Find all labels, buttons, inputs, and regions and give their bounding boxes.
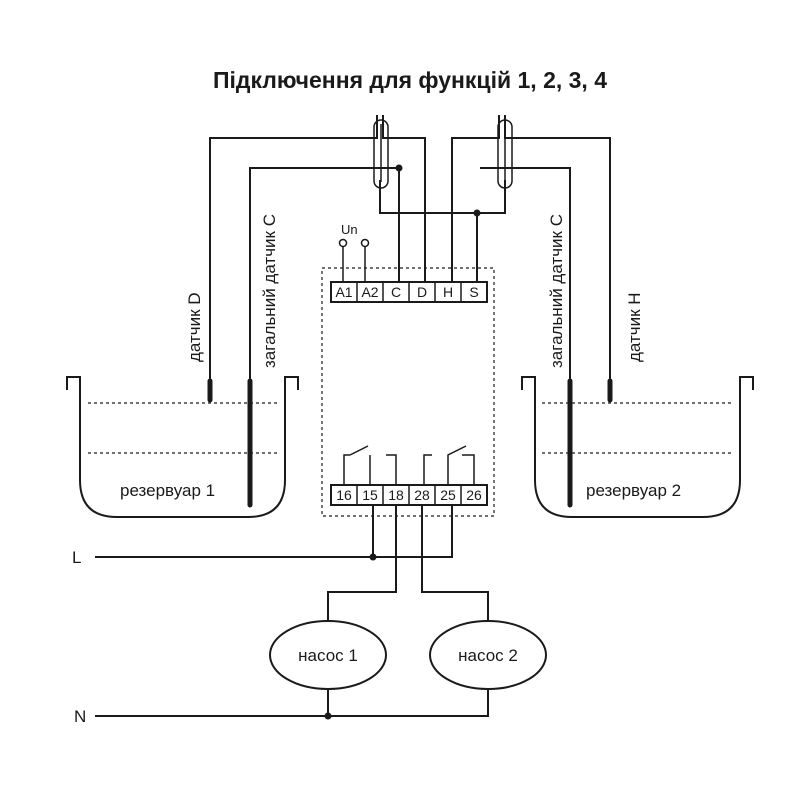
label-sensor-c-right: загальний датчик С (547, 214, 566, 368)
terminal-c[interactable]: C (391, 284, 401, 300)
label-pump-1: насос 1 (298, 646, 358, 665)
label-line-n: N (74, 707, 86, 726)
diagram-title: Підключення для функцій 1, 2, 3, 4 (213, 67, 607, 93)
terminal-26[interactable]: 26 (466, 487, 482, 503)
cable-shield-right (497, 119, 513, 189)
terminal-d[interactable]: D (417, 284, 427, 300)
terminal-25[interactable]: 25 (440, 487, 456, 503)
pump-1: насос 1 (269, 620, 387, 690)
label-sensor-c-left: загальний датчик С (260, 214, 279, 368)
bottom-terminals: 16 15 18 28 25 26 (336, 485, 482, 505)
label-supply-un: Un (341, 222, 358, 237)
terminal-15[interactable]: 15 (362, 487, 378, 503)
sensor-wiring (209, 115, 611, 395)
terminal-h[interactable]: H (443, 284, 453, 300)
cable-shield-left (373, 119, 389, 189)
terminal-s[interactable]: S (469, 284, 478, 300)
label-sensor-h: датчик H (625, 292, 644, 362)
relay-contacts (343, 445, 475, 485)
tank-2: резервуар 2 (521, 376, 754, 518)
power-wiring: L N (72, 505, 489, 726)
label-sensor-d: датчик D (185, 292, 204, 362)
terminal-a1[interactable]: A1 (335, 284, 352, 300)
terminal-18[interactable]: 18 (388, 487, 404, 503)
terminal-a2[interactable]: A2 (361, 284, 378, 300)
terminal-28[interactable]: 28 (414, 487, 430, 503)
label-pump-2: насос 2 (458, 646, 518, 665)
label-tank-1: резервуар 1 (120, 481, 215, 500)
terminal-16[interactable]: 16 (336, 487, 352, 503)
relay-module: Un A1 A2 C D H S (321, 222, 495, 517)
tank-1: резервуар 1 (66, 376, 299, 518)
label-tank-2: резервуар 2 (586, 481, 681, 500)
label-line-l: L (72, 548, 81, 567)
top-terminals: A1 A2 C D H S (335, 282, 479, 302)
pump-2: насос 2 (429, 620, 547, 690)
